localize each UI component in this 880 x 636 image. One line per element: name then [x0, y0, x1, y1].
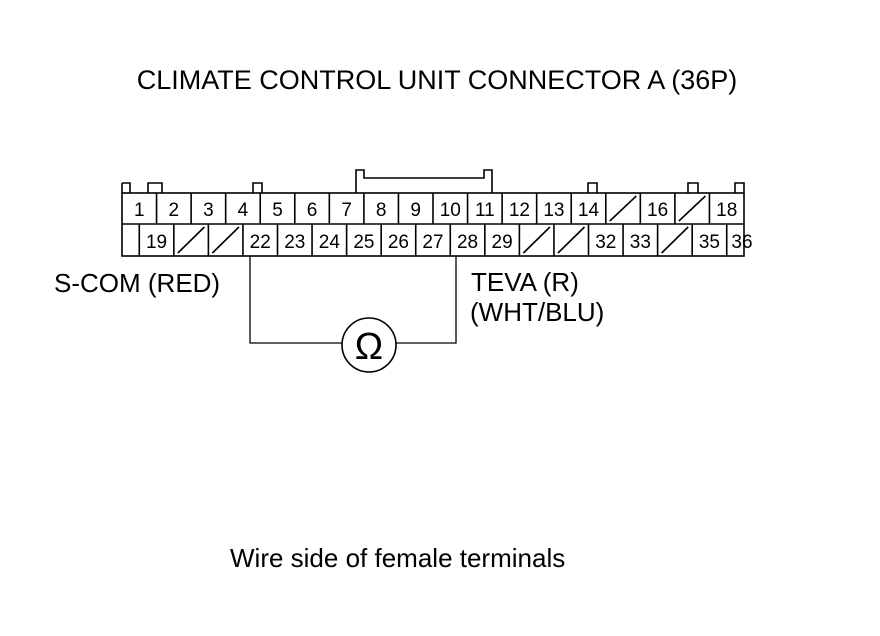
unused-terminal-slash — [522, 226, 551, 254]
pin-27: 27 — [422, 232, 443, 253]
pin-14: 14 — [578, 200, 600, 221]
footer-caption: Wire side of female terminals — [230, 543, 565, 573]
pin-16: 16 — [647, 200, 668, 221]
ohmmeter-icon — [341, 317, 397, 373]
pin-35: 35 — [699, 232, 720, 253]
pin-23: 23 — [284, 232, 305, 253]
pin-13: 13 — [543, 200, 564, 221]
pin-4: 4 — [238, 200, 249, 221]
pin-5: 5 — [272, 200, 283, 221]
unused-terminal-slash — [678, 195, 706, 222]
left-probe-wire — [249, 256, 342, 344]
teva-label: TEVA (R) — [471, 267, 579, 297]
unused-terminal-slash — [211, 226, 240, 254]
right-probe-wire — [396, 256, 457, 344]
pin-22: 22 — [250, 232, 271, 253]
pin-19: 19 — [146, 232, 167, 253]
unused-terminal-slash — [557, 226, 586, 254]
pin-32: 32 — [595, 232, 616, 253]
connector-outline — [121, 169, 745, 193]
unused-terminal-slash — [661, 226, 689, 254]
pin-1: 1 — [134, 200, 145, 221]
pin-18: 18 — [716, 200, 737, 221]
pin-12: 12 — [509, 200, 530, 221]
pin-10: 10 — [440, 200, 461, 221]
unused-terminal-slash — [609, 195, 637, 222]
pin-36: 36 — [731, 232, 752, 253]
pin-row-bottom: 19 22 23 24 25 26 27 28 29 32 33 35 36 — [138, 224, 753, 256]
pin-28: 28 — [457, 232, 478, 253]
pin-33: 33 — [630, 232, 651, 253]
ohm-symbol: Ω — [355, 326, 383, 368]
pin-8: 8 — [376, 200, 387, 221]
pin-9: 9 — [410, 200, 421, 221]
pin-24: 24 — [319, 232, 341, 253]
ohmmeter-circuit: Ω — [249, 256, 457, 373]
pin-7: 7 — [341, 200, 352, 221]
pin-2: 2 — [169, 200, 180, 221]
pin-6: 6 — [307, 200, 318, 221]
unused-terminal-slash — [177, 226, 205, 254]
pin-29: 29 — [492, 232, 513, 253]
s-com-label: S-COM (RED) — [54, 268, 220, 298]
pin-11: 11 — [475, 200, 495, 221]
pin-26: 26 — [388, 232, 409, 253]
pin-3: 3 — [203, 200, 214, 221]
pin-25: 25 — [353, 232, 374, 253]
teva-wire-color-label: (WHT/BLU) — [470, 297, 604, 327]
diagram-title: CLIMATE CONTROL UNIT CONNECTOR A (36P) — [137, 65, 738, 95]
